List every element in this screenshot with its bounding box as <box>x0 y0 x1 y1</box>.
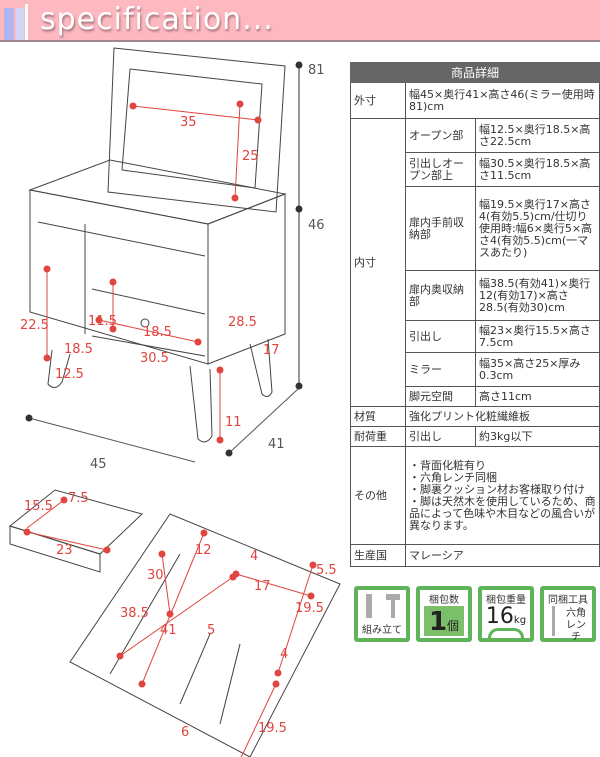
dim-label: 18.5 <box>64 342 93 357</box>
dim-label: 4 <box>280 647 288 662</box>
dim-label: 7.5 <box>68 491 89 506</box>
note-item: ・六角レンチ同梱 <box>409 470 497 484</box>
row-value: 幅19.5×奥行17×高さ4(有効5.5)cm/仕切り使用時:幅6×奥行5×高さ… <box>475 186 600 271</box>
row-value: 幅45×奥行41×高さ46(ミラー使用時81)cm <box>405 82 600 119</box>
dim-label: 81 <box>308 63 325 78</box>
package-count-icon: 梱包数 1個 <box>416 586 472 642</box>
row-label: オープン部 <box>405 118 476 153</box>
row-label: 引出しオープン部上 <box>405 152 476 187</box>
dim-label: 11 <box>225 415 242 430</box>
note-item: ・脚は天然木を使用しているため、商品によって色味や木目などの風合いが異なります。 <box>409 494 596 532</box>
dim-label: 35 <box>180 115 197 130</box>
row-value: 幅30.5×奥行18.5×高さ11.5cm <box>475 152 600 187</box>
dim-label: 41 <box>268 437 285 452</box>
inner-tray <box>69 513 341 757</box>
dim-label: 6 <box>181 725 189 740</box>
row-label: 脚元空間 <box>405 386 476 407</box>
row-label: 扉内奥収納部 <box>405 270 476 321</box>
dim-label: 11.5 <box>88 314 117 329</box>
row-value: 幅35×高さ25×厚み0.3cm <box>475 352 600 387</box>
dim-label: 12 <box>195 543 212 558</box>
row-value: 幅12.5×奥行18.5×高さ22.5cm <box>475 118 600 153</box>
package-weight-icon: 梱包重量 16kg <box>478 586 534 642</box>
row-label: 生産国 <box>350 544 406 567</box>
dim-label: 38.5 <box>120 606 149 621</box>
row-label: 引出し <box>405 426 476 447</box>
dim-label: 5 <box>207 623 215 638</box>
dim-label: 19.5 <box>258 721 287 736</box>
dim-label: 41 <box>160 623 177 638</box>
leg <box>189 365 213 443</box>
row-label: 耐荷重 <box>350 426 406 447</box>
row-value: 幅23×奥行15.5×高さ7.5cm <box>475 320 600 353</box>
header-bar-decoration <box>4 8 14 40</box>
dim-label: 46 <box>308 218 325 233</box>
cabinet-side <box>207 193 286 365</box>
dim-label: 4 <box>250 549 258 564</box>
dim-label: 30 <box>147 568 164 583</box>
dim-label: 25 <box>242 149 259 164</box>
note-item: ・脚裏クッション材お客様取り付け <box>409 482 585 496</box>
row-label: 扉内手前収納部 <box>405 186 476 271</box>
row-label: 内寸 <box>350 118 406 407</box>
row-value: 高さ11cm <box>475 386 600 407</box>
dim-label: 5.5 <box>316 563 337 578</box>
row-label: その他 <box>350 446 406 545</box>
dim-label: 22.5 <box>20 318 49 333</box>
leg <box>47 349 71 388</box>
row-value: 約3kg以下 <box>475 426 600 447</box>
row-label: 材質 <box>350 406 406 427</box>
header-bar-decoration <box>25 4 28 40</box>
row-value: ・背面化粧有り ・六角レンチ同梱 ・脚裏クッション材お客様取り付け ・脚は天然木… <box>405 446 600 545</box>
included-tool-icon: 同梱工具 六角レンチ <box>540 586 596 643</box>
dim-label: 19.5 <box>295 601 324 616</box>
dim-label: 28.5 <box>228 315 257 330</box>
row-label: ミラー <box>405 352 476 387</box>
leg <box>249 338 273 398</box>
row-value: 強化プリント化粧繊維板 <box>405 406 600 427</box>
dim-label: 12.5 <box>55 367 84 382</box>
section-title: specification... <box>40 2 274 37</box>
info-icons: 組み立て 梱包数 1個 梱包重量 16kg 同梱工具 六角レンチ <box>354 586 598 643</box>
note-item: ・背面化粧有り <box>409 458 486 472</box>
spec-table: 商品詳細 外寸幅45×奥行41×高さ46(ミラー使用時81)cm 内寸オープン部… <box>350 62 600 567</box>
mirror-lid <box>107 47 286 213</box>
row-value: 幅38.5(有効41)×奥行12(有効17)×高さ28.5(有効30)cm <box>475 270 600 321</box>
header-bar-decoration <box>16 8 24 40</box>
dim-label: 17 <box>263 343 280 358</box>
dim-label: 45 <box>90 457 107 472</box>
assembly-icon: 組み立て <box>354 586 410 642</box>
dim-label: 17 <box>254 579 271 594</box>
section-header: specification... <box>0 0 600 42</box>
dim-label: 30.5 <box>140 351 169 366</box>
table-title: 商品詳細 <box>350 62 600 83</box>
row-label: 引出し <box>405 320 476 353</box>
dim-label: 15.5 <box>24 499 53 514</box>
dim-label: 18.5 <box>143 325 172 340</box>
dimension-drawing: 35 25 81 46 22.5 11.5 18.5 28.5 18.5 30.… <box>8 47 341 757</box>
row-label: 外寸 <box>350 82 406 119</box>
dim-label: 23 <box>56 543 73 558</box>
row-value: マレーシア <box>405 544 600 567</box>
